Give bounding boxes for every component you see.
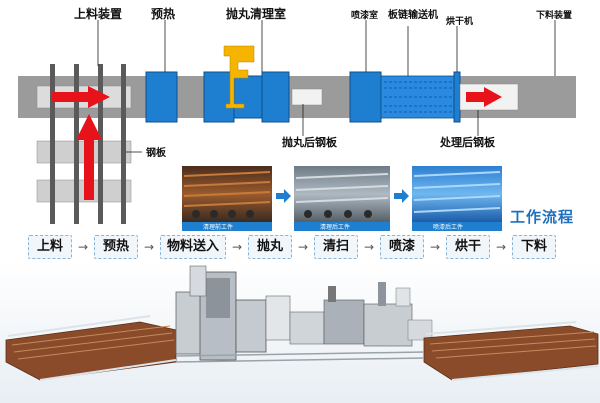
label-shot-room: 抛丸清理室: [226, 6, 286, 21]
shot-hoist-icon: [223, 45, 255, 109]
dryer-unit: [453, 71, 461, 123]
workflow-title: 工作流程: [510, 208, 575, 226]
workflow-step: 上料: [28, 235, 72, 259]
paint-room: [349, 71, 382, 123]
photo-after-clean: 清理后工件: [294, 166, 390, 231]
shot-room-left: [203, 71, 235, 123]
label-chain-conveyor: 板链输送机: [388, 8, 438, 21]
chain-links: [384, 81, 452, 113]
workflow-step: 预热: [94, 235, 138, 259]
label-loading: 上料装置: [74, 6, 122, 21]
photo-before-clean: 清理前工件: [182, 166, 272, 231]
flow-arrow-icon: →: [143, 240, 155, 254]
label-paint-room: 喷漆室: [351, 9, 378, 21]
flow-arrow-icon: →: [363, 240, 375, 254]
output-arrow-right: [466, 87, 502, 107]
shot-room-right: [261, 71, 290, 123]
feed-arrow-right: [52, 86, 110, 108]
flow-arrow-icon: →: [495, 240, 507, 254]
photo-caption-2: 清理后工件: [320, 223, 350, 231]
photo-arrow-2: [394, 189, 409, 203]
machine-illustration: [5, 265, 599, 381]
photo-caption-3: 喷漆后工件: [433, 223, 463, 231]
workflow-step: 喷漆: [380, 235, 424, 259]
loading-rack: [50, 64, 126, 224]
label-unloading: 下料装置: [536, 9, 572, 21]
label-dryer: 烘干机: [446, 15, 473, 27]
workflow-step: 下料: [512, 235, 556, 259]
workflow-steps: 上料 → 预热 → 物料送入 → 抛丸 → 清扫 → 喷漆 → 烘干 → 下料: [28, 235, 556, 259]
photo-after-paint: 喷漆后工件: [412, 166, 502, 231]
label-steel-plate: 钢板: [146, 146, 167, 159]
workflow-step: 清扫: [314, 235, 358, 259]
workflow-step: 抛丸: [248, 235, 292, 259]
label-after-treat: 处理后钢板: [439, 135, 496, 149]
flow-arrow-icon: →: [429, 240, 441, 254]
flow-arrow-icon: →: [297, 240, 309, 254]
leader-lines: [97, 20, 556, 153]
photo-caption-1: 清理前工件: [203, 223, 233, 231]
label-preheat: 预热: [151, 6, 175, 21]
flow-arrow-icon: →: [231, 240, 243, 254]
flow-arrow-icon: →: [77, 240, 89, 254]
workflow-step: 物料送入: [160, 235, 226, 259]
photo-arrow-1: [276, 189, 291, 203]
shot-plate: [291, 88, 323, 106]
shot-room-body: [233, 75, 263, 119]
workflow-step: 烘干: [446, 235, 490, 259]
label-after-shot: 抛丸后钢板: [282, 135, 338, 149]
lift-arrow-up: [76, 114, 102, 200]
preheat-unit: [145, 71, 178, 123]
